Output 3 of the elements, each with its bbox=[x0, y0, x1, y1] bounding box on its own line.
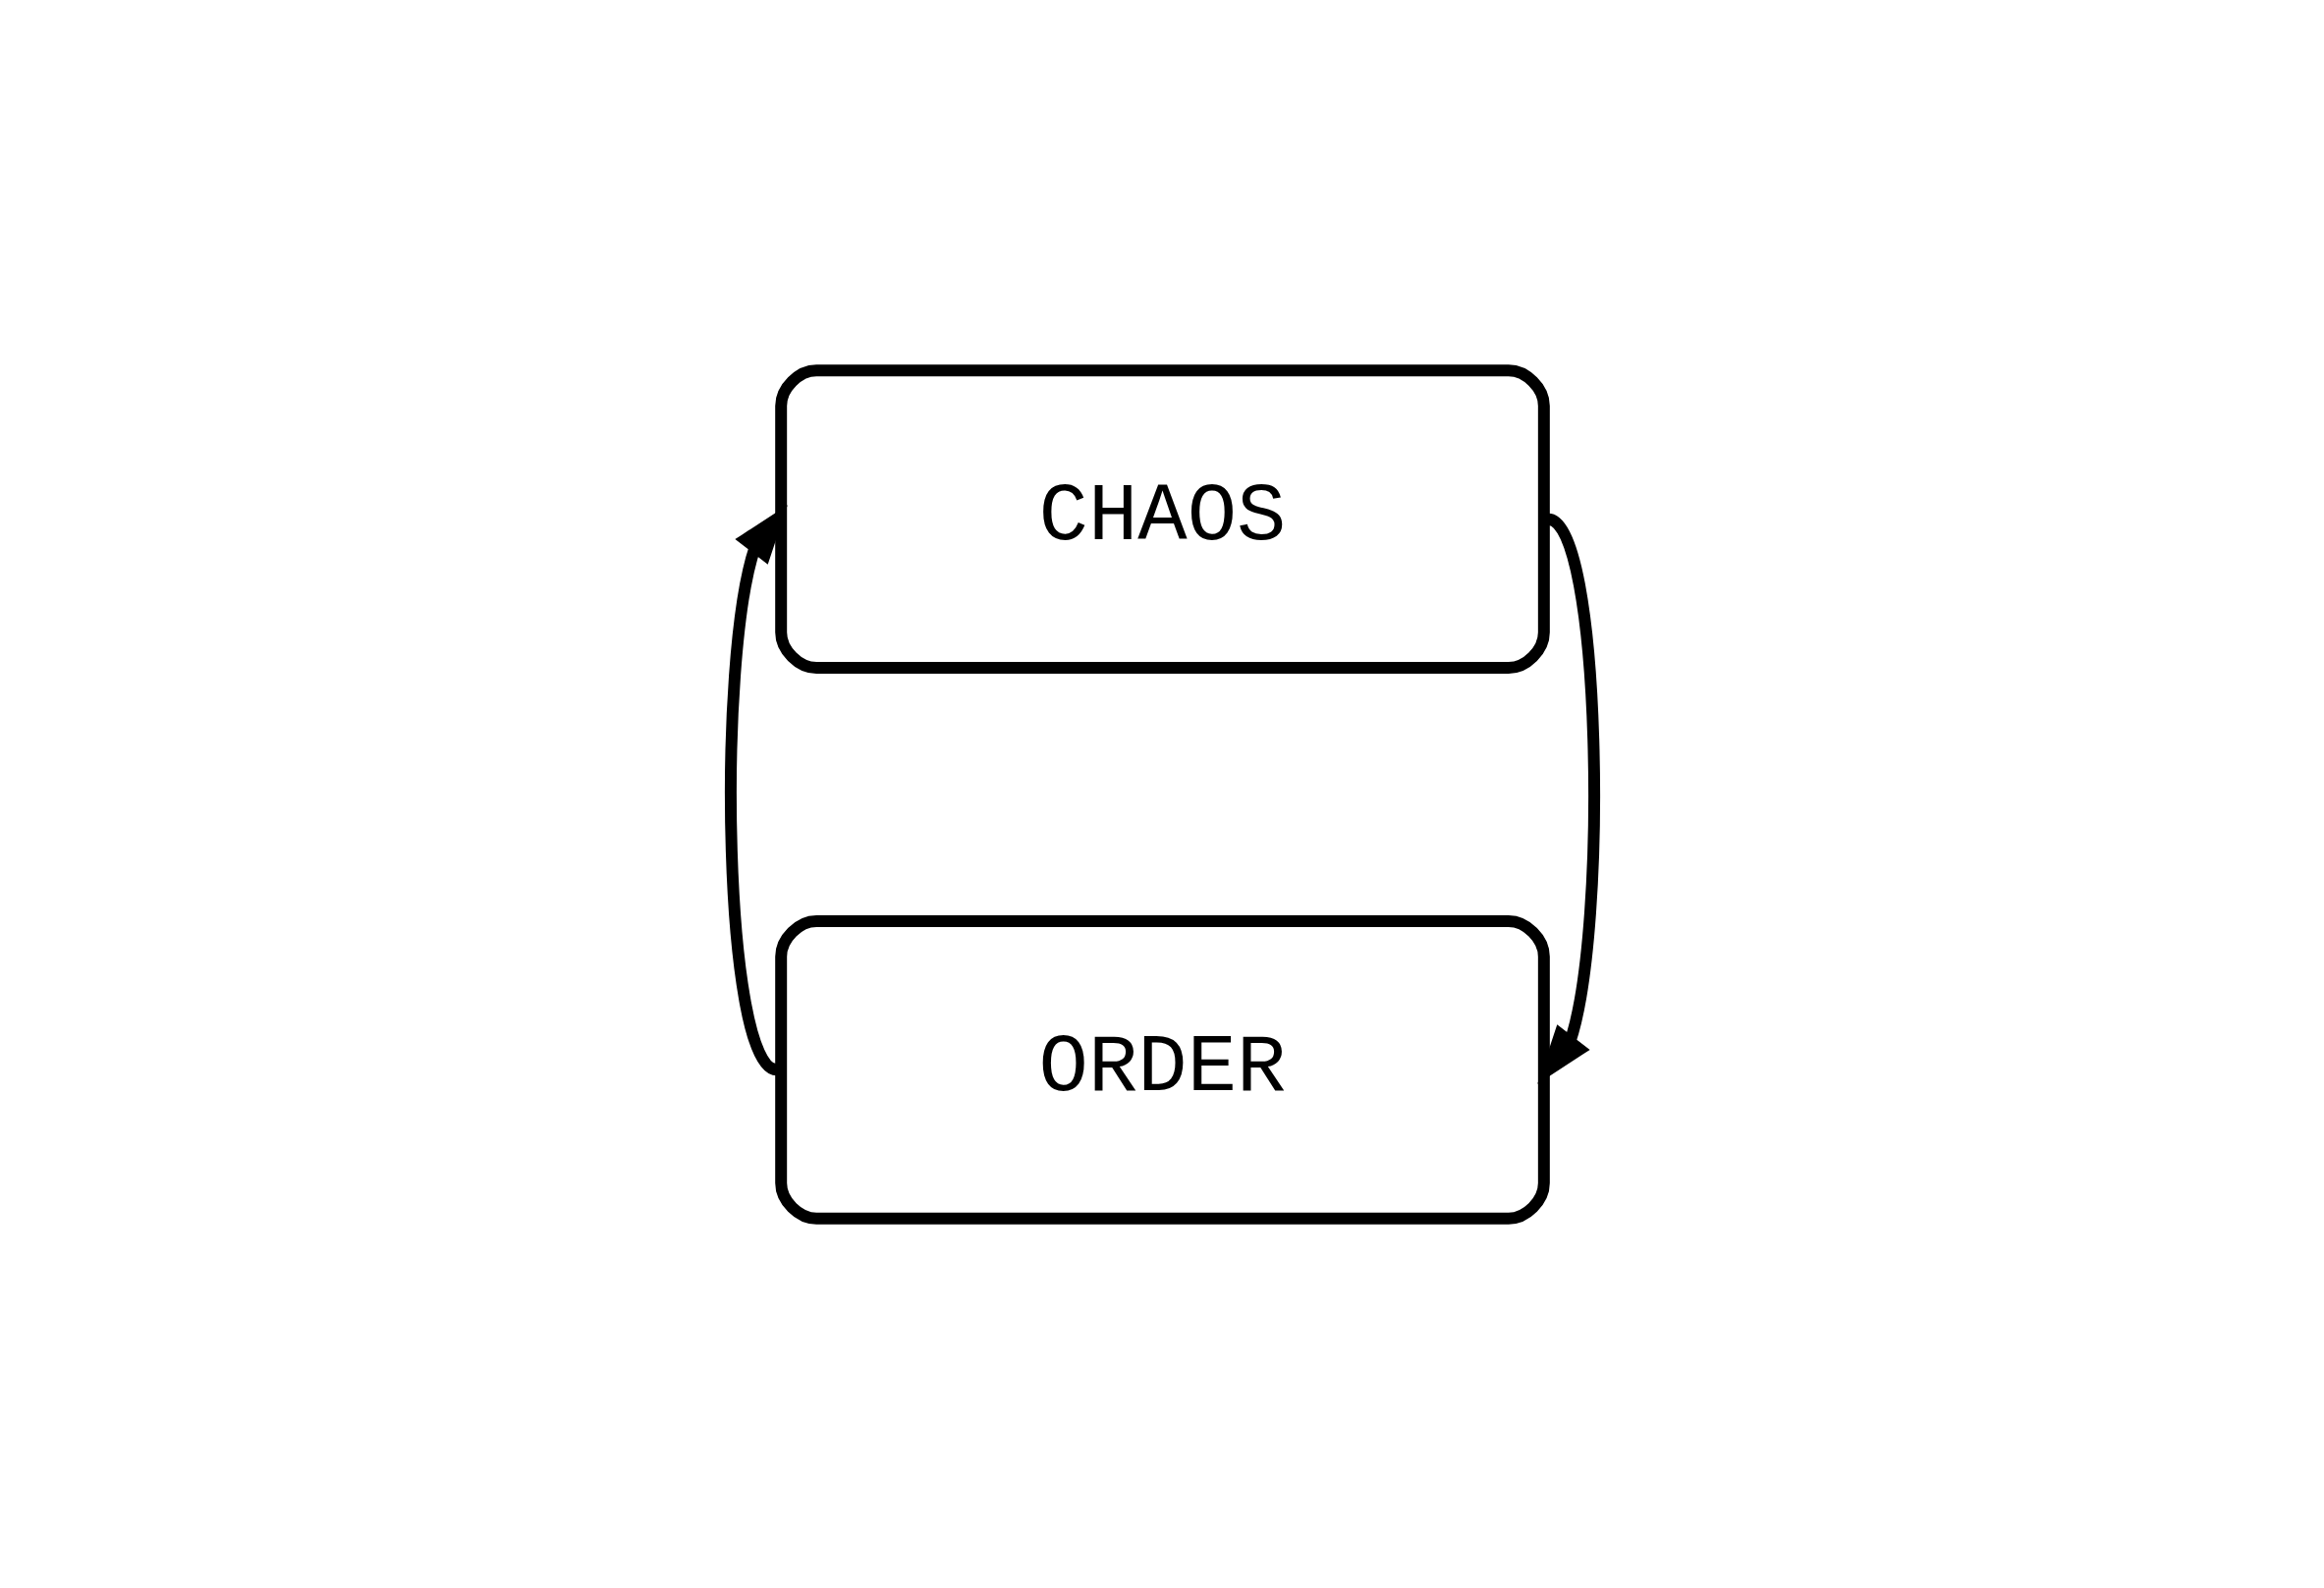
arrow bbox=[724, 504, 788, 1074]
node-box: ORDER bbox=[774, 914, 1550, 1225]
node-box: CHAOS bbox=[774, 363, 1550, 674]
